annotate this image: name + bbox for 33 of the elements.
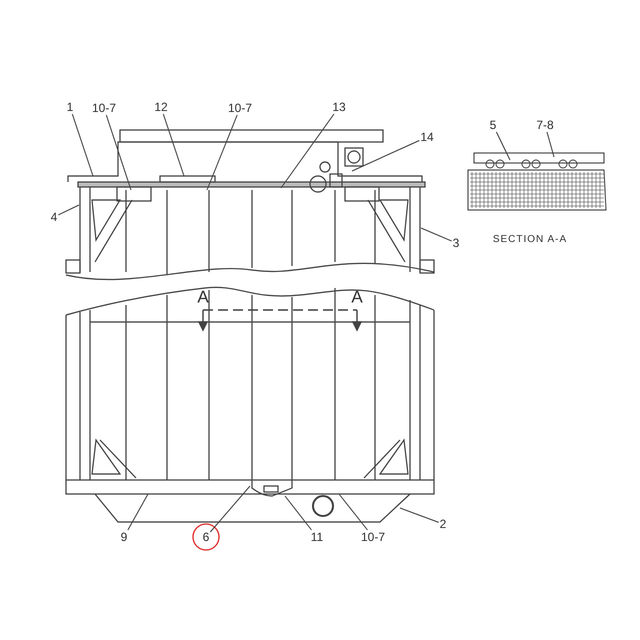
callout-number: 11 <box>310 531 324 543</box>
leader-line <box>546 132 554 158</box>
callout-number: 3 <box>452 237 460 249</box>
section-title: SECTION A-A <box>492 235 568 245</box>
callout-number: 14 <box>420 131 434 143</box>
leader-line <box>72 114 94 176</box>
callout-number: 13 <box>332 101 346 113</box>
leader-line <box>106 114 132 190</box>
leader-line <box>58 204 80 216</box>
leader-line <box>127 494 148 530</box>
leader-line <box>280 114 334 188</box>
leader-line <box>206 114 238 190</box>
callout-number: 12 <box>154 101 168 113</box>
leader-line <box>420 228 452 242</box>
leader-line <box>400 508 440 523</box>
callout-number: 4 <box>50 211 58 223</box>
leader-line <box>284 496 312 530</box>
leader-line <box>338 494 368 530</box>
callout-number: 6 <box>202 531 210 543</box>
callout-number: 9 <box>120 531 128 543</box>
leader-line <box>162 114 184 176</box>
section-mark: A <box>197 288 209 306</box>
callout-number: 2 <box>440 518 446 530</box>
leader-line <box>352 140 420 172</box>
callout-number: 10-7 <box>92 102 116 114</box>
callout-number: 1 <box>66 101 74 113</box>
section-mark: A <box>351 288 363 306</box>
leader-line <box>210 486 250 532</box>
callout-number: 7-8 <box>536 119 554 131</box>
callout-number: 5 <box>490 119 496 131</box>
leader-line <box>496 132 510 160</box>
callout-number: 10-7 <box>360 531 386 543</box>
callout-number: 10-7 <box>228 102 252 114</box>
